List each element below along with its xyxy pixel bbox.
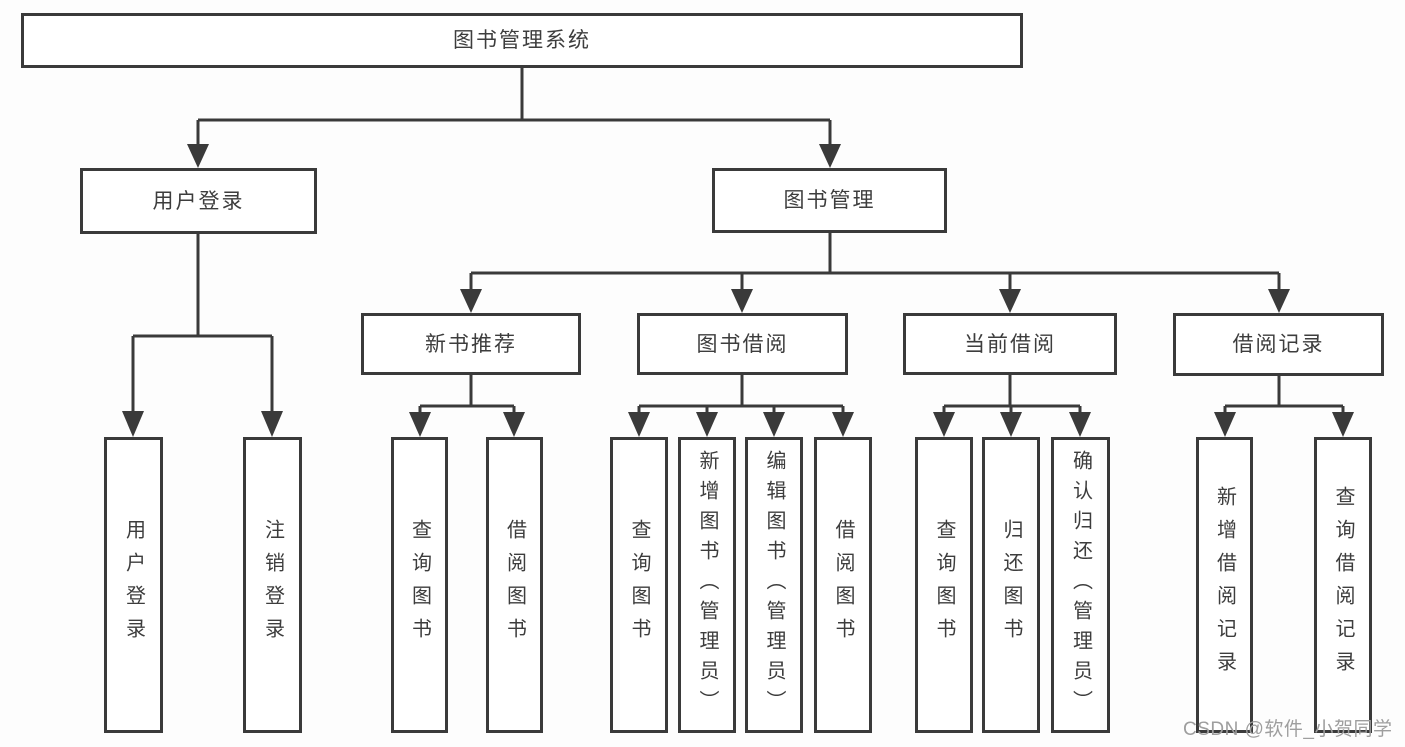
node-label: 图书借阅 [696, 332, 789, 356]
leaf-label: 新增借阅记录 [1213, 486, 1236, 684]
leaf-label: 新增图书（管理员） [696, 450, 718, 720]
leaf-label: 借阅图书 [503, 519, 526, 651]
leaf-return-books: 归还图书 [982, 437, 1040, 733]
arrowheads [122, 144, 1354, 437]
node-system-root: 图书管理系统 [21, 13, 1023, 68]
leaf-query-books-borrow: 查询图书 [610, 437, 668, 733]
leaf-borrow-books-borrow: 借阅图书 [814, 437, 872, 733]
csdn-watermark: CSDN @软件_小贺同学 [1183, 719, 1393, 740]
leaf-confirm-return-admin: 确认归还（管理员） [1051, 437, 1110, 733]
node-borrowing-records: 借阅记录 [1173, 313, 1384, 376]
node-label: 借阅记录 [1232, 333, 1325, 356]
node-label: 当前借阅 [964, 332, 1056, 356]
leaf-user-login: 用户登录 [104, 437, 163, 733]
node-current-borrowing: 当前借阅 [903, 313, 1117, 375]
leaf-label: 借阅图书 [832, 519, 854, 651]
connector-login-children [131, 234, 274, 412]
leaf-edit-books-admin: 编辑图书（管理员） [745, 437, 803, 733]
leaf-label: 查询借阅记录 [1332, 486, 1354, 684]
leaf-label: 查询图书 [628, 519, 650, 651]
node-label: 新书推荐 [425, 332, 517, 356]
leaf-label: 归还图书 [1000, 519, 1022, 651]
leaf-label: 查询图书 [933, 519, 955, 651]
leaf-query-books-current: 查询图书 [915, 437, 973, 733]
leaf-add-borrow-record: 新增借阅记录 [1196, 437, 1253, 733]
node-label: 用户登录 [152, 189, 245, 213]
leaf-label: 确认归还（管理员） [1069, 450, 1092, 720]
leaf-label: 编辑图书（管理员） [763, 450, 785, 720]
connector-borrow-children [637, 375, 845, 413]
leaf-label: 用户登录 [122, 519, 145, 651]
leaf-label: 查询图书 [408, 519, 431, 651]
leaf-label: 注销登录 [261, 519, 284, 651]
connector-management-to-level3 [469, 233, 1281, 290]
node-book-borrowing: 图书借阅 [637, 313, 848, 375]
leaf-add-books-admin: 新增图书（管理员） [678, 437, 736, 733]
node-user-login: 用户登录 [80, 168, 317, 234]
node-book-management: 图书管理 [712, 168, 947, 233]
node-new-book-recommend: 新书推荐 [361, 313, 581, 375]
connector-current-children [942, 375, 1082, 413]
connector-root-to-level2 [196, 68, 832, 145]
connector-newbook-children [418, 375, 516, 413]
connector-records-children [1223, 376, 1345, 413]
node-label: 图书管理系统 [453, 29, 591, 52]
leaf-logout: 注销登录 [243, 437, 302, 733]
leaf-query-books-newbook: 查询图书 [391, 437, 448, 733]
leaf-borrow-books-newbook: 借阅图书 [486, 437, 543, 733]
leaf-query-borrow-record: 查询借阅记录 [1314, 437, 1372, 733]
node-label: 图书管理 [783, 189, 876, 212]
